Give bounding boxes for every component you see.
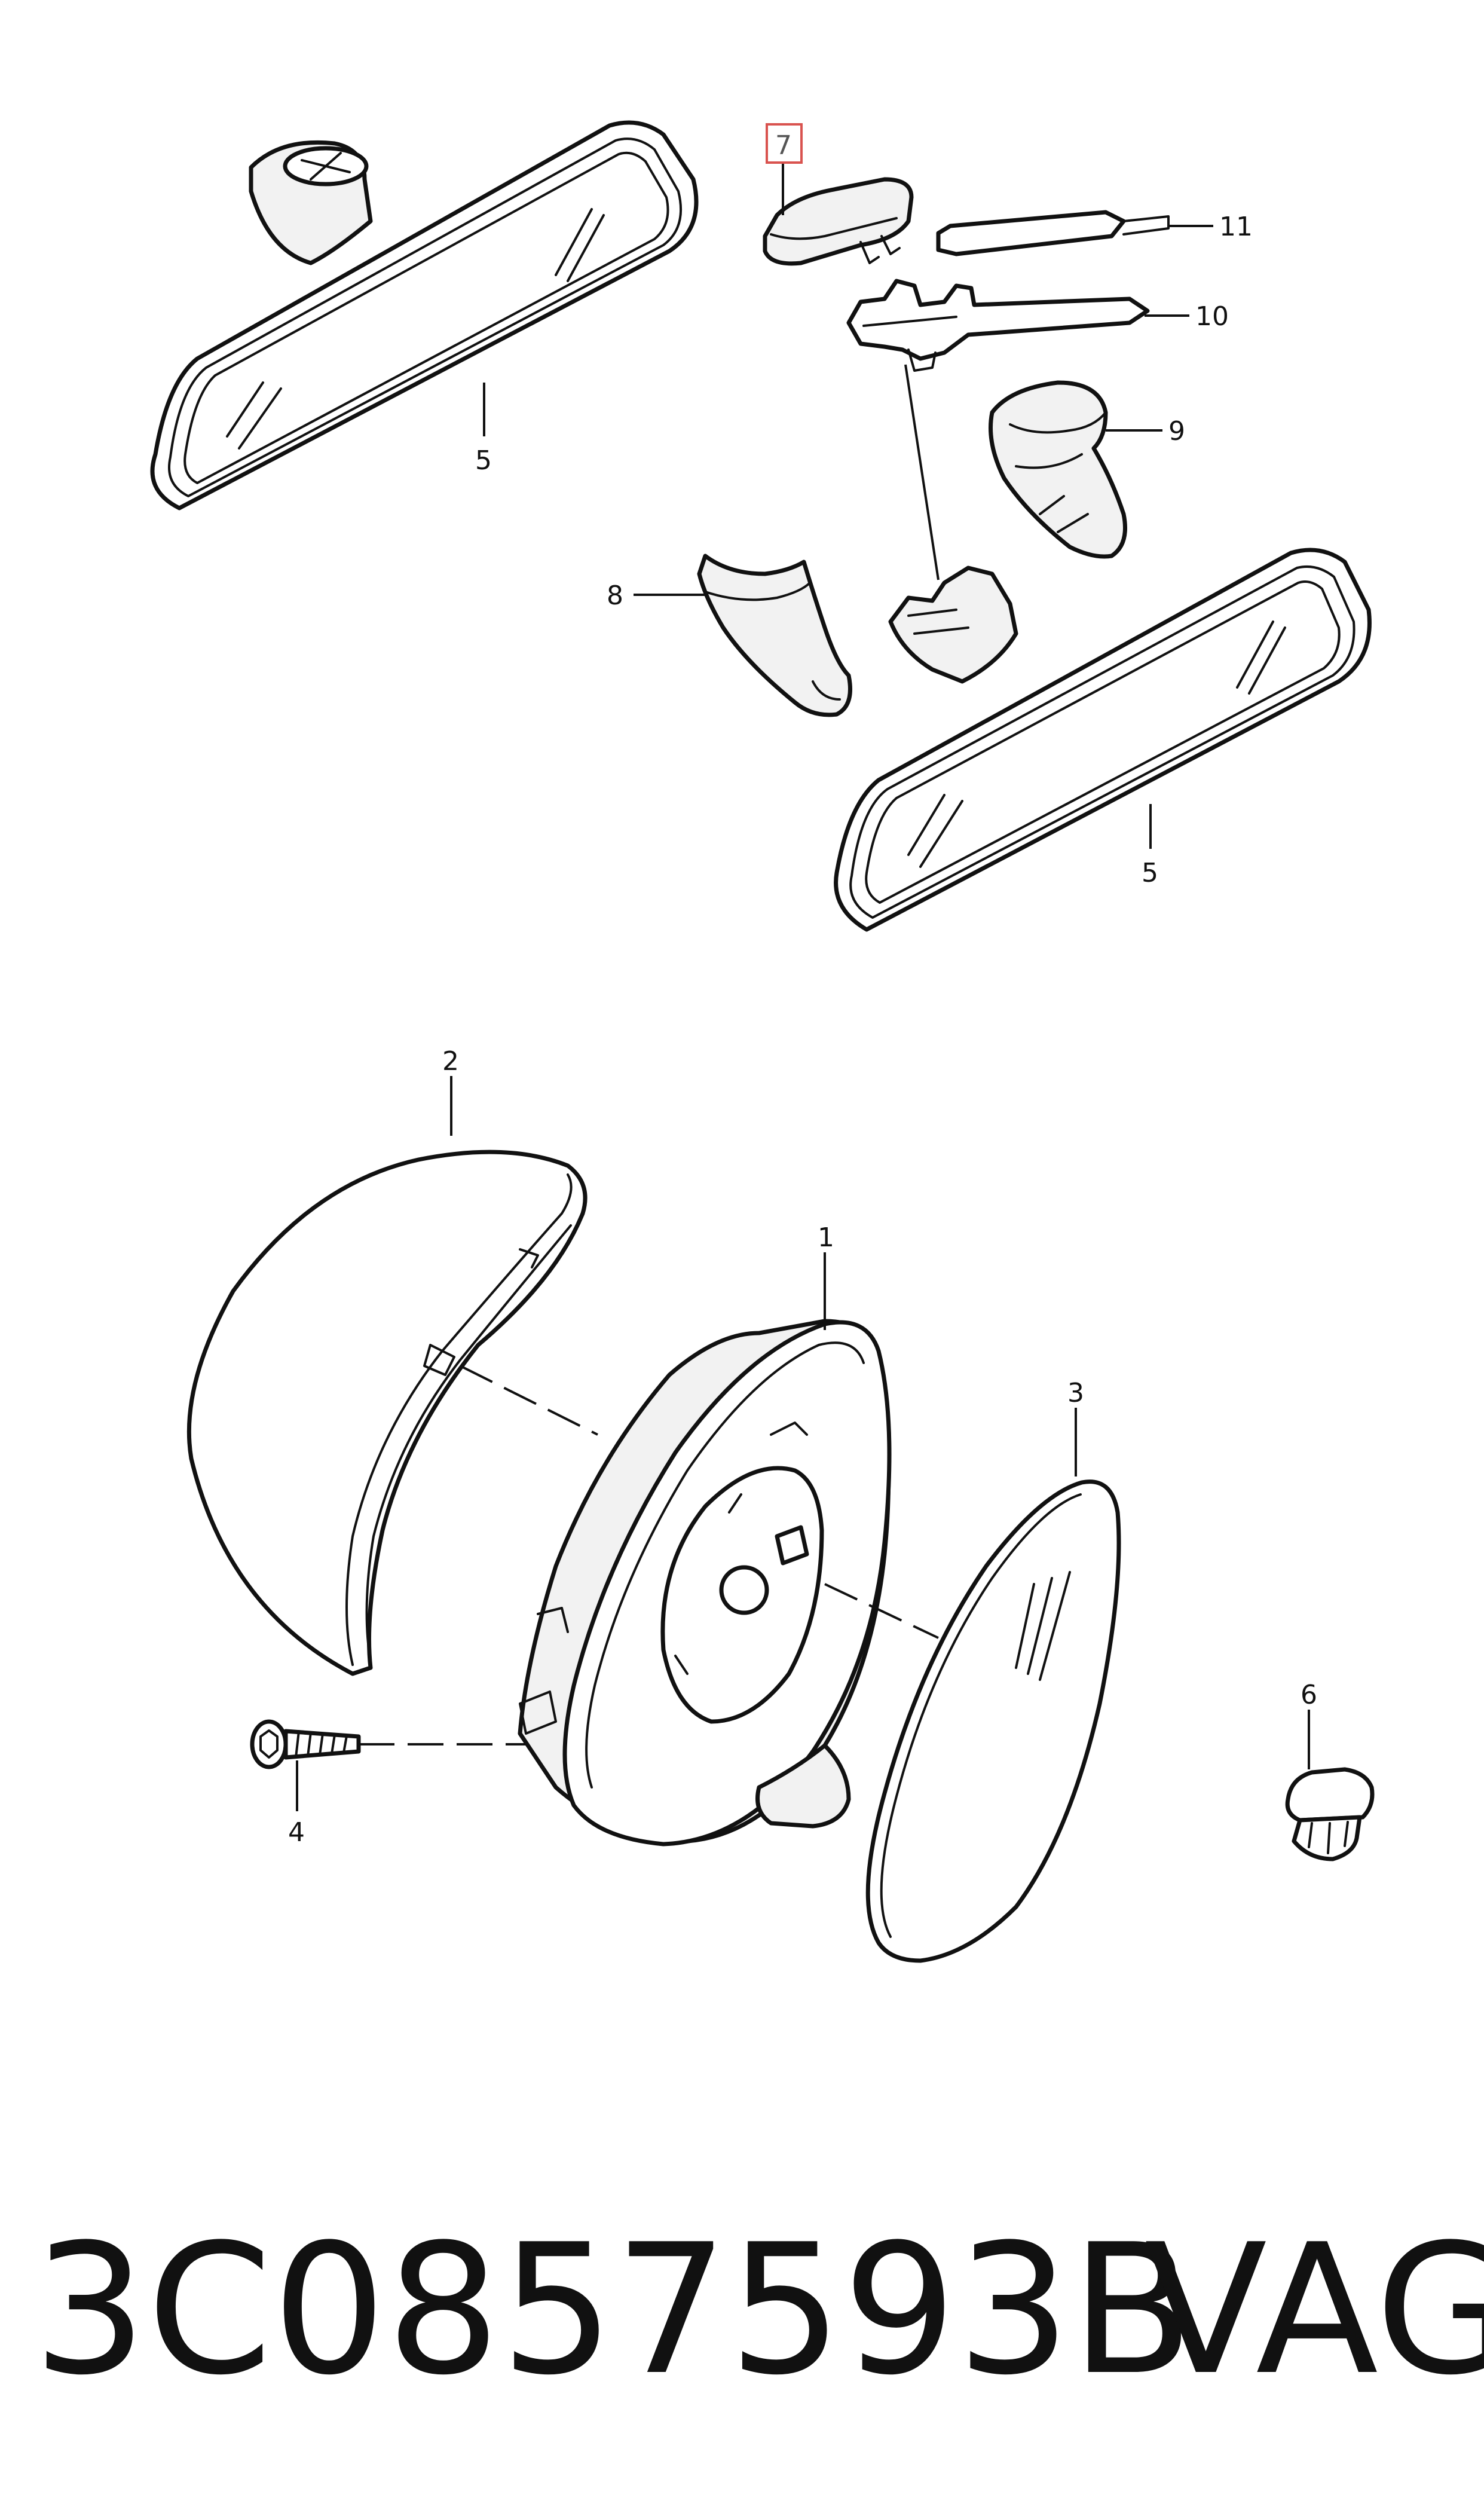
callout-5-lower: 5 (1142, 858, 1158, 888)
callout-8: 8 (607, 580, 623, 611)
callout-2: 2 (442, 1046, 459, 1077)
part-10-bracket (846, 279, 1150, 372)
leader-lines (296, 161, 1310, 1811)
part-11-strip (936, 210, 1170, 256)
rearview-mirror-lower (834, 548, 1372, 932)
part-6-clip (1285, 1767, 1375, 1861)
callout-1: 1 (818, 1222, 834, 1253)
callout-7: 7 (775, 130, 792, 161)
part-4-screw (250, 1719, 361, 1769)
rearview-mirror-upper (150, 120, 699, 510)
callout-5-upper: 5 (475, 445, 492, 476)
part-1-mirror-housing (518, 1319, 892, 1847)
footer-caption: 3C0857593B VAG (33, 2206, 1484, 2414)
callout-9: 9 (1168, 416, 1185, 447)
callout-10: 10 (1195, 301, 1229, 332)
part-number: 3C0857593B (33, 2206, 1194, 2414)
part-9-cover (989, 380, 1127, 559)
part-2-mirror-cap (186, 1150, 588, 1676)
callout-6: 6 (1301, 1680, 1317, 1710)
part-7-sensor-cover (763, 177, 914, 266)
part-8-cover (697, 554, 852, 717)
callout-labels: 5 7 11 10 9 8 5 2 1 3 6 4 (288, 123, 1317, 1848)
part-3-mirror-glass (865, 1479, 1121, 1963)
brand-name: VAG (1145, 2206, 1484, 2414)
callout-11: 11 (1219, 212, 1253, 242)
callout-7-highlight (766, 123, 803, 164)
callout-3: 3 (1067, 1378, 1084, 1408)
callout-4: 4 (288, 1817, 305, 1848)
